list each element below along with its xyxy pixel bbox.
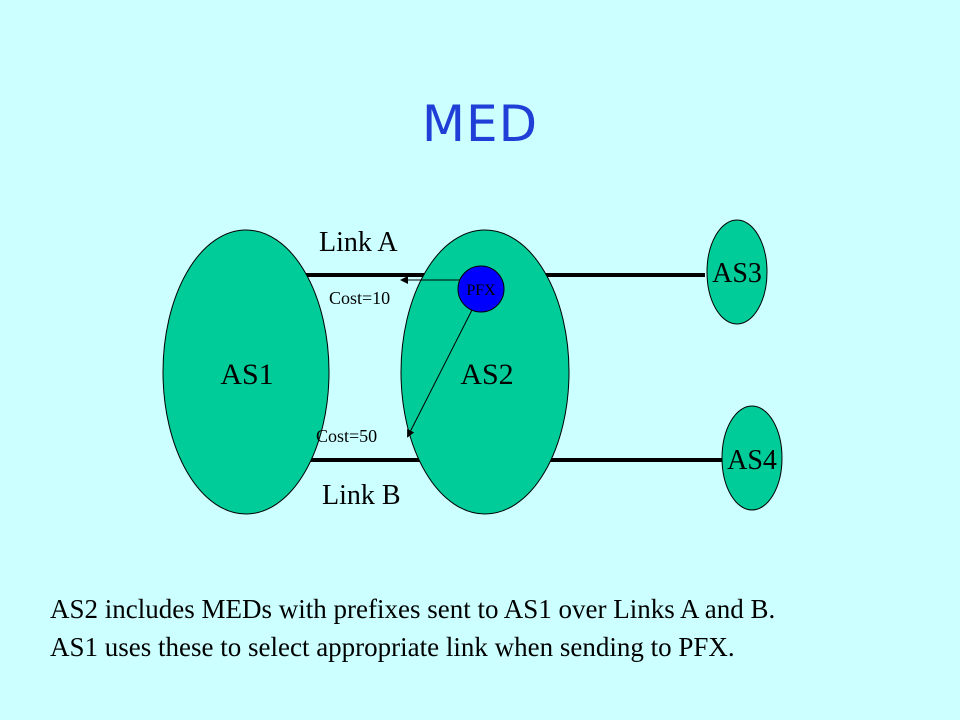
as2-node: [400, 229, 570, 515]
link-b-label: Link B: [322, 480, 401, 511]
link-a-label: Link A: [319, 227, 398, 258]
caption-line-1: AS2 includes MEDs with prefixes sent to …: [50, 594, 776, 624]
slide-title: MED: [421, 95, 539, 153]
as1-label: AS1: [220, 358, 273, 391]
link-b-cost: Cost=50: [316, 426, 377, 446]
as3-node: [706, 219, 768, 325]
pfx-label: PFX: [466, 282, 496, 299]
caption-line-2: AS1 uses these to select appropriate lin…: [50, 632, 735, 662]
as2-label: AS2: [460, 358, 513, 391]
caption: AS2 includes MEDs with prefixes sent to …: [50, 590, 930, 666]
as4-label: AS4: [727, 445, 777, 476]
link-a-cost: Cost=10: [329, 288, 390, 308]
as1-node: [162, 229, 330, 515]
med-arrow-link-b: [407, 309, 473, 438]
pfx-node: [457, 265, 505, 313]
as4-node: [721, 405, 783, 511]
as3-label: AS3: [712, 258, 762, 289]
